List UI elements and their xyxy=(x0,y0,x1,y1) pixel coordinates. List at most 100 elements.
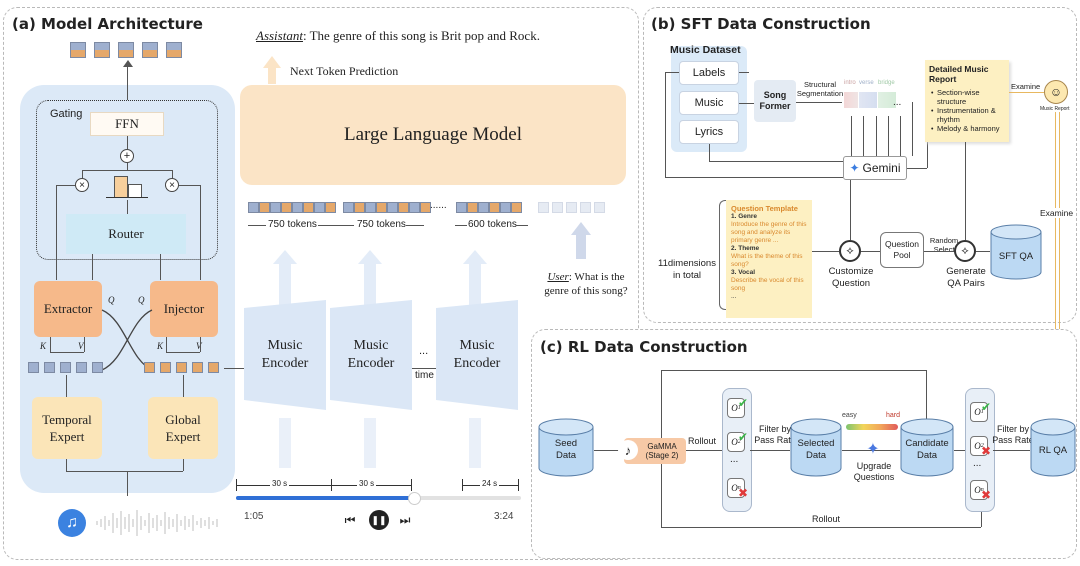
filter-pass-rate-label: Filter by Pass Rate xyxy=(754,424,796,445)
token-ellipsis: ...... xyxy=(430,200,447,211)
router-block: Router xyxy=(66,214,186,254)
user-text: : What is the genre of this song? xyxy=(544,271,628,297)
selected-data-label: Selected Data xyxy=(797,438,835,461)
segment-30s: 30 s xyxy=(331,479,412,493)
qt-title: Question Template xyxy=(731,204,798,213)
hard-label: hard xyxy=(886,412,901,419)
rl-qa-label: RL QA xyxy=(1038,444,1068,456)
user-label: User xyxy=(547,271,569,283)
k-label: K xyxy=(157,341,164,351)
segment-24s: 24 s xyxy=(462,479,519,493)
candidate-data-label: Candidate Data xyxy=(905,438,949,461)
rollout-label: Rollout xyxy=(688,436,717,446)
q-label: Q xyxy=(138,295,145,305)
model-architecture-panel xyxy=(3,7,639,560)
large-language-model-block: Large Language Model xyxy=(240,85,626,185)
assistant-label: Assistant xyxy=(256,28,303,43)
examine-side-label: Examine xyxy=(1040,208,1074,218)
cross-icon: ✖ xyxy=(981,488,992,502)
tokens-750-label: 750 tokens xyxy=(268,219,317,230)
output-token xyxy=(166,42,182,58)
q-label: Q xyxy=(108,295,115,305)
rollout-bottom-label: Rollout xyxy=(812,514,841,524)
cross-icon: ✖ xyxy=(738,486,749,500)
segment-label: 24 s xyxy=(480,479,500,488)
add-circle-icon: + xyxy=(120,149,134,163)
output-token xyxy=(118,42,134,58)
v-label: V xyxy=(78,341,84,351)
output-ellipsis: ... xyxy=(730,454,739,465)
labels-box: Labels xyxy=(679,61,739,85)
random-select-label: Random Select xyxy=(929,236,959,254)
gate-weight-icon xyxy=(106,176,148,200)
assistant-response: Assistant: The genre of this song is Bri… xyxy=(256,28,540,44)
segment-verse-label: verse xyxy=(859,80,874,86)
gemini-star-icon: ✦ xyxy=(866,441,880,458)
openai-icon: ⟡ xyxy=(954,240,976,262)
candidate-data-database-icon xyxy=(900,418,954,477)
music-dataset-title: Music Dataset xyxy=(670,44,741,56)
waveform-icon xyxy=(96,510,218,536)
segment-label: 30 s xyxy=(357,479,377,488)
music-note-icon: ♫ xyxy=(58,509,86,537)
upgrade-questions-label: Upgrade Questions xyxy=(853,461,895,482)
ffn-block: FFN xyxy=(90,112,164,136)
qt-line: Describe the vocal of this song xyxy=(731,277,804,292)
gemini-box: ✦Gemini xyxy=(843,156,907,180)
output-token xyxy=(142,42,158,58)
next-token-prediction-label: Next Token Prediction xyxy=(290,64,399,78)
output-token xyxy=(70,42,86,58)
seed-data-label: Seed Data xyxy=(554,438,578,461)
time-start: 1:05 xyxy=(244,511,264,522)
music-encoder-shape xyxy=(244,300,326,410)
injector-block: Injector xyxy=(150,281,218,337)
output-ellipsis: ... xyxy=(973,458,982,469)
gating-box xyxy=(36,100,218,260)
openai-icon: ⟡ xyxy=(839,240,861,262)
output-token xyxy=(94,42,110,58)
qt-line: Introduce the genre of this song and ana… xyxy=(731,221,807,244)
sft-qa-label: SFT QA xyxy=(998,250,1034,262)
playback-scrubber[interactable] xyxy=(408,492,421,505)
customize-question-label: Customize Question xyxy=(828,266,874,289)
v-label: V xyxy=(196,341,202,351)
structural-segmentation-label: Structural Segmentation xyxy=(796,80,844,98)
question-template: Question Template 1. Genre Introduce the… xyxy=(726,200,812,318)
next-token-arrow xyxy=(263,56,281,68)
difficulty-bar xyxy=(846,424,898,430)
global-expert-block: Global Expert xyxy=(148,397,218,459)
panel-b-title: (b) SFT Data Construction xyxy=(651,15,871,33)
next-track-icon[interactable]: ⏭ xyxy=(399,512,411,527)
multiply-circle-icon: × xyxy=(165,178,179,192)
pause-icon[interactable]: ❚❚ xyxy=(369,510,389,530)
report-item: Melody & harmony xyxy=(937,124,1000,133)
check-icon: ✔ xyxy=(981,400,992,414)
examine-label: Examine xyxy=(1011,82,1041,91)
panel-c-title: (c) RL Data Construction xyxy=(540,338,748,356)
music-encoder-label: Music Encoder xyxy=(453,338,501,371)
report-item: Section-wise structure xyxy=(937,88,980,106)
global-token-row xyxy=(144,362,224,375)
music-encoder-shape xyxy=(436,300,518,410)
check-icon: ✔ xyxy=(738,396,749,410)
output-tokens xyxy=(70,42,190,58)
qt-line: What is the theme of this song? xyxy=(731,253,803,268)
music-report-caption: Music Report xyxy=(1040,106,1070,112)
segment-30s: 30 s xyxy=(236,479,332,493)
music-encoder-label: Music Encoder xyxy=(347,338,395,371)
time-end: 3:24 xyxy=(494,511,514,522)
tokens-750-label: 750 tokens xyxy=(357,219,406,230)
gamma-logo-icon: ♪ xyxy=(618,440,638,460)
report-title: Detailed Music Report xyxy=(929,64,989,84)
gamma-label: GaMMA (Stage 2) xyxy=(645,442,679,460)
playback-progress-bar[interactable] xyxy=(236,492,521,505)
previous-track-icon[interactable]: ⏮ xyxy=(344,512,356,527)
playback-progress-fill xyxy=(236,496,411,500)
detailed-music-report: Detailed Music Report Section-wise struc… xyxy=(925,60,1009,142)
qt-line: 2. Theme xyxy=(731,245,760,252)
